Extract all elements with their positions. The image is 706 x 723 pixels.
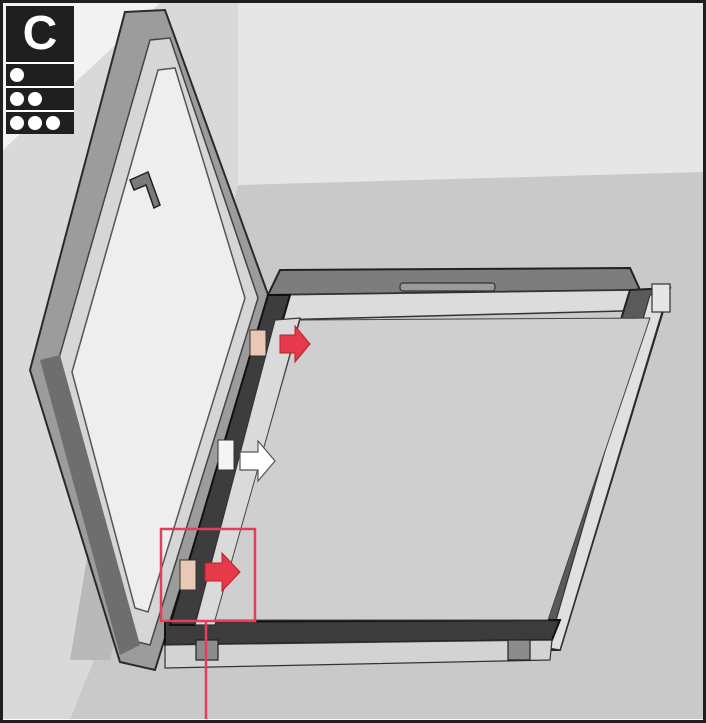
dot-icon <box>46 116 60 130</box>
dot-icon <box>10 92 24 106</box>
hinge-plate-lower <box>179 559 197 591</box>
detail-highlight-box <box>159 527 257 623</box>
dot-icon <box>10 68 24 82</box>
hinge-plate-middle <box>217 439 235 471</box>
arrow-right-icon <box>279 324 311 364</box>
stay-arm <box>399 282 496 292</box>
corner-bracket <box>507 639 531 661</box>
dot-icon <box>10 116 24 130</box>
arrow-right-white-icon <box>239 439 276 483</box>
corner-block <box>651 283 671 313</box>
back-wall <box>238 3 703 185</box>
step-letter: C <box>22 7 58 60</box>
dot-icon <box>28 92 42 106</box>
step-badge: C <box>6 6 74 134</box>
arrow-right-icon <box>204 551 241 593</box>
hinge-plate-upper <box>249 329 267 357</box>
handle-icon <box>129 170 161 210</box>
open-sash <box>28 8 272 672</box>
window-frame <box>164 266 672 669</box>
dot-row-3 <box>6 110 74 134</box>
dot-row-1 <box>6 62 74 86</box>
dot-icon <box>28 116 42 130</box>
dot-row-2 <box>6 86 74 110</box>
